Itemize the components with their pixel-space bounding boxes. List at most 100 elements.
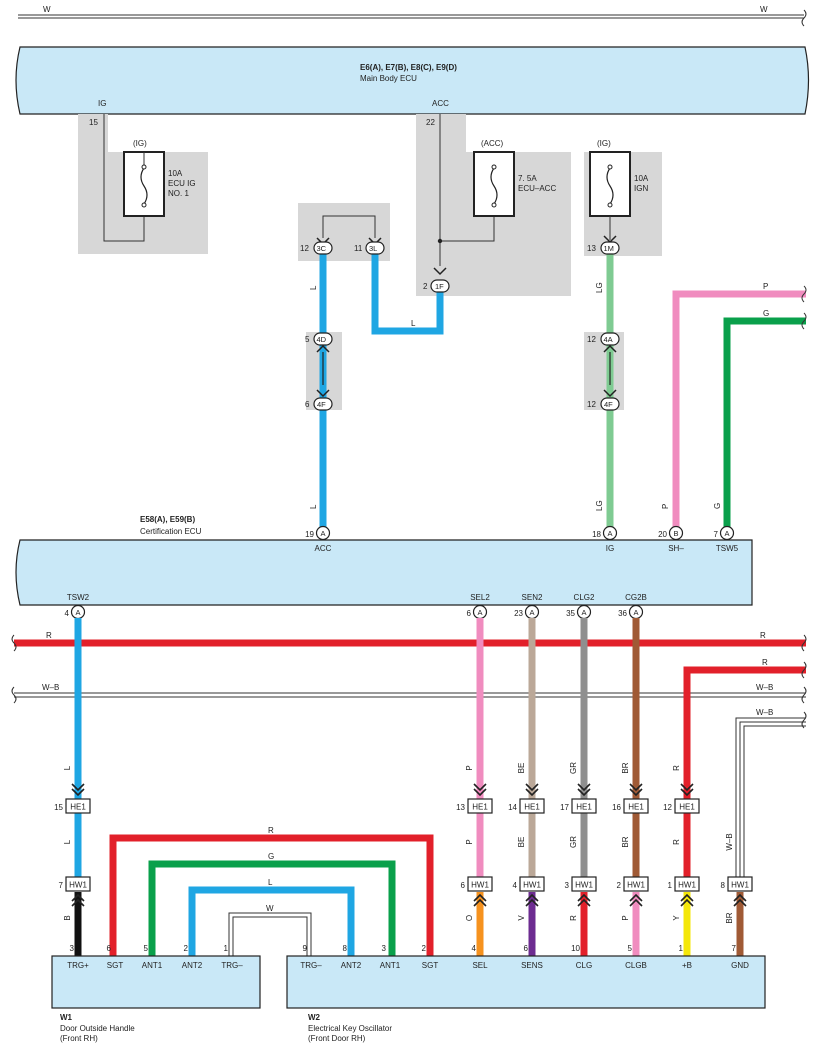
hw1-code-4: HW1 (627, 881, 645, 890)
cert-bottom-pin-num-0: 4 (65, 609, 70, 618)
cert-bottom-pin-3: A (576, 604, 592, 620)
lower-wire-label-5: Y (672, 915, 681, 921)
svg-text:1M: 1M (604, 244, 614, 253)
fuse-1-tag: (IG) (133, 139, 147, 148)
svg-text:4F: 4F (317, 400, 326, 409)
svg-text:5: 5 (305, 335, 310, 344)
w2-pin-num-9: 7 (732, 944, 737, 953)
hw1-code-6: HW1 (731, 881, 749, 890)
cert-bottom-pin-4-letter: A (633, 608, 638, 617)
hw1-pin-5: 1 (668, 881, 673, 890)
w1-pin-name-4: TRG– (221, 961, 243, 970)
cert-bottom-pin-num-2: 23 (514, 609, 523, 618)
svg-text:12: 12 (587, 335, 596, 344)
fuse-3-rating: 10A (634, 174, 649, 183)
fuse-1-name: ECU IG (168, 179, 196, 188)
upper-wire-labels: L L L LG LG P G P G (309, 282, 769, 511)
top-wire-label-right: W (760, 5, 768, 14)
antenna-loops: R G L W (109, 826, 434, 956)
upper-wire-label-4: BR (621, 762, 630, 773)
w2-pin-name-6: CLG (576, 961, 592, 970)
upper-wire-label-1: P (465, 765, 474, 770)
hw1-code-2: HW1 (523, 881, 541, 890)
hw1-connector-4 (623, 876, 649, 892)
wire-l-label-b: L (411, 319, 416, 328)
cert-top-pin-1-letter: A (607, 529, 612, 538)
w1-location: (Front RH) (60, 1034, 98, 1043)
hw1-connector-0 (65, 876, 91, 892)
main-body-ecu: E6(A), E7(B), E8(C), E9(D) Main Body ECU… (15, 46, 810, 115)
cert-top-pin-0-letter: A (320, 529, 325, 538)
cert-top-pin-3: A (719, 525, 735, 541)
junction-4f-2: 4F 12 (587, 397, 620, 411)
cert-bottom-pin-3-letter: A (581, 608, 586, 617)
w1-pin-num-2: 5 (144, 944, 149, 953)
w1-component: W1 Door Outside Handle (Front RH) (51, 955, 261, 1043)
cert-top-pin-name-1: IG (606, 544, 614, 553)
wire-p-v-label: P (661, 504, 670, 509)
w1-pin-num-1: 6 (107, 944, 112, 953)
mid-wire-label-0: L (63, 839, 72, 844)
w2-pin-num-4: 4 (472, 944, 477, 953)
he1-connector-4 (623, 798, 649, 814)
lower-wire-label-3: R (569, 915, 578, 921)
fuse-2-rating: 7. 5A (518, 174, 537, 183)
cert-bottom-pin-name-1: SEL2 (470, 593, 490, 602)
hw1-pin-3: 3 (565, 881, 570, 890)
junction-3l: 3L 11 (354, 237, 385, 255)
cert-bottom-pin-name-0: TSW2 (67, 593, 90, 602)
main-ecu-pin-ig-num: 15 (89, 118, 98, 127)
loop-r-label: R (268, 826, 274, 835)
lower-wire-label-1: O (465, 915, 474, 921)
buses: R R W–B W–B R W–B (11, 631, 807, 878)
w1-pin-name-3: ANT2 (182, 961, 203, 970)
w2-name: Electrical Key Oscillator (308, 1024, 392, 1033)
w2-pin-name-9: GND (731, 961, 749, 970)
cert-top-pin-name-2: SH– (668, 544, 684, 553)
fuse-3-tag: (IG) (597, 139, 611, 148)
junction-4a: 4A 12 (587, 332, 620, 398)
he1-code-3: HE1 (576, 803, 592, 812)
w2-pin-name-0: TRG– (300, 961, 322, 970)
cert-top-pin-name-3: TSW5 (716, 544, 739, 553)
hw1-pin-0: 7 (59, 881, 64, 890)
top-wire-label-left: W (43, 5, 51, 14)
he1-pin-4: 16 (612, 803, 621, 812)
svg-text:12: 12 (587, 400, 596, 409)
junction-1f: 1F 2 (423, 267, 450, 293)
cert-bottom-pin-name-2: SEN2 (522, 593, 543, 602)
svg-text:4A: 4A (604, 335, 613, 344)
svg-text:4D: 4D (317, 335, 327, 344)
bus-wb2-label: W–B (756, 708, 773, 717)
cert-bottom-pin-name-3: CLG2 (574, 593, 595, 602)
w2-pin-name-3: SGT (422, 961, 439, 970)
cert-top-pin-num-0: 19 (305, 530, 314, 539)
w2-pin-name-5: SENS (521, 961, 543, 970)
hw1-pin-1: 6 (461, 881, 466, 890)
mid-wire-label-4: BR (621, 836, 630, 847)
cert-bottom-pin-1-letter: A (477, 608, 482, 617)
he1-connector-1 (467, 798, 493, 814)
wire-l-label-a: L (309, 285, 318, 290)
cert-bottom-pin-2: A (524, 604, 540, 620)
mid-wire-label-6: W–B (725, 833, 734, 850)
cert-top-pin-num-2: 20 (658, 530, 667, 539)
w2-pin-num-0: 9 (303, 944, 308, 953)
w2-pin-num-3: 2 (422, 944, 427, 953)
hw1-code-1: HW1 (471, 881, 489, 890)
mid-wire-label-3: GR (569, 836, 578, 848)
hw1-connector-2 (519, 876, 545, 892)
main-ecu-connectors: E6(A), E7(B), E8(C), E9(D) (360, 63, 457, 72)
mid-wire-label-2: BE (517, 837, 526, 848)
wire-p-in-label: P (763, 282, 768, 291)
lower-wire-label-2: V (517, 915, 526, 921)
w2-pins: 9TRG–8ANT23ANT12SGT4SEL6SENS10CLG5CLGB1+… (300, 944, 749, 970)
svg-text:6: 6 (305, 400, 310, 409)
w2-pin-num-7: 5 (628, 944, 633, 953)
junction-1m: 1M 13 (587, 235, 620, 255)
wire-g-in-label: G (763, 309, 769, 318)
